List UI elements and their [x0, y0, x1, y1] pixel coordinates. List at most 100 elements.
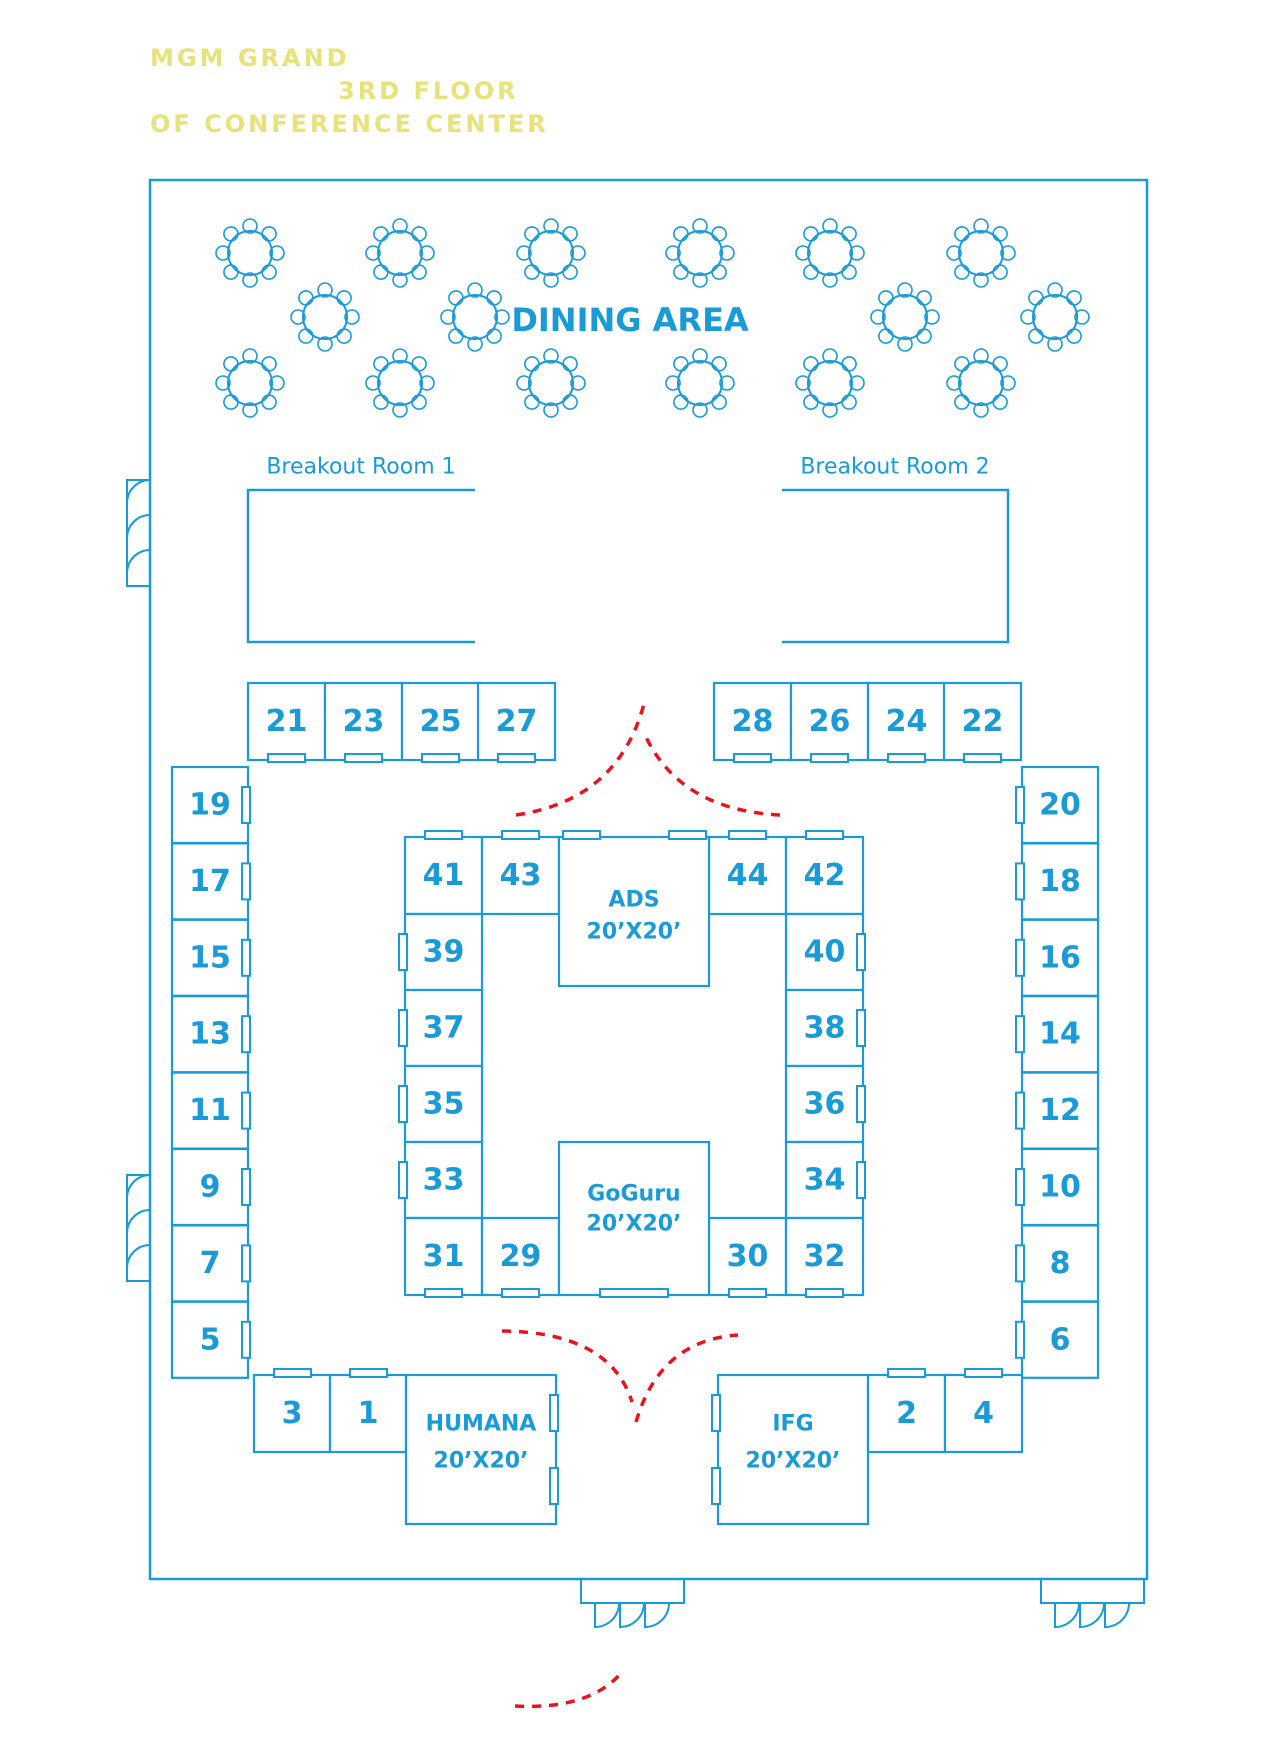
booth-number-2: 2 [896, 1396, 917, 1431]
door-frame [1040, 1578, 1145, 1604]
sponsor-booth-humana[interactable] [404, 1373, 558, 1526]
dining-chair [365, 245, 381, 261]
dining-chair [1028, 290, 1044, 306]
dining-chair [562, 264, 578, 280]
dining-table [882, 294, 928, 340]
dining-chair [373, 394, 389, 410]
booth-number-23: 23 [343, 704, 385, 739]
flow-path-right [643, 734, 781, 817]
booth-notch [501, 830, 540, 840]
booth-number-32: 32 [804, 1239, 846, 1274]
booth-1[interactable] [328, 1373, 408, 1454]
booth-notch [1015, 1320, 1025, 1359]
dining-table [958, 230, 1004, 276]
dining-chair [570, 375, 586, 391]
booth-number-9: 9 [200, 1170, 221, 1205]
booth-21[interactable] [246, 681, 327, 762]
breakout-room-1 [246, 488, 475, 644]
dining-chair [411, 226, 427, 242]
dining-chair [946, 375, 962, 391]
booth-23[interactable] [323, 681, 404, 762]
booth-24[interactable] [866, 681, 947, 762]
booth-number-10: 10 [1039, 1170, 1081, 1205]
dining-chair [467, 282, 483, 298]
dining-chair [803, 356, 819, 372]
dining-chair [524, 264, 540, 280]
booth-notch [711, 1394, 721, 1432]
dining-chair [841, 394, 857, 410]
dining-table [807, 230, 853, 276]
booth-13[interactable] [170, 995, 250, 1074]
booth-44[interactable] [707, 835, 788, 916]
booth-notch [241, 786, 251, 824]
booth-notch [856, 1009, 866, 1047]
booth-number-26: 26 [809, 704, 851, 739]
booth-17[interactable] [170, 842, 250, 921]
dining-chair [673, 394, 689, 410]
dining-chair [992, 226, 1008, 242]
dining-chair [365, 375, 381, 391]
booth-notch [349, 1368, 388, 1378]
dining-chair [841, 264, 857, 280]
dining-chair [692, 348, 708, 364]
dining-chair [344, 309, 360, 325]
dining-chair [261, 356, 277, 372]
dining-chair [1047, 282, 1063, 298]
dining-chair [822, 272, 838, 288]
booth-29[interactable] [480, 1216, 561, 1297]
booth-9[interactable] [170, 1147, 250, 1227]
booth-28[interactable] [712, 681, 793, 762]
booth-35[interactable] [403, 1064, 484, 1144]
door-icon [644, 1602, 670, 1629]
flow-path-left [515, 699, 647, 817]
booth-18[interactable] [1020, 842, 1100, 921]
sponsor-booth-ads[interactable] [557, 835, 711, 988]
booth-notch [344, 753, 383, 763]
sponsor-size-humana: 20’X20’ [434, 1449, 529, 1474]
floor-name: 3RD FLOOR [338, 77, 519, 105]
sponsor-booth-ifg[interactable] [716, 1373, 870, 1526]
dining-chair [524, 356, 540, 372]
dining-chair [392, 218, 408, 234]
dining-chair [973, 218, 989, 234]
booth-34[interactable] [784, 1140, 865, 1220]
booth-number-39: 39 [423, 935, 465, 970]
booth-43[interactable] [480, 835, 561, 916]
dining-chair [419, 375, 435, 391]
booth-number-6: 6 [1050, 1322, 1071, 1357]
dining-chair [373, 264, 389, 280]
booth-27[interactable] [476, 681, 557, 762]
booth-36[interactable] [784, 1064, 865, 1144]
booth-11[interactable] [170, 1071, 250, 1150]
dining-table [528, 230, 574, 276]
booth-notch [728, 830, 767, 840]
dining-chair [543, 402, 559, 418]
booth-notch [810, 753, 849, 763]
dining-chair [711, 394, 727, 410]
dining-chair [543, 218, 559, 234]
dining-chair [290, 309, 306, 325]
dining-chair [692, 218, 708, 234]
dining-chair [242, 272, 258, 288]
booth-6[interactable] [1020, 1300, 1100, 1379]
booth-5[interactable] [170, 1300, 250, 1379]
booth-4[interactable] [943, 1373, 1024, 1454]
dining-chair [242, 348, 258, 364]
booth-22[interactable] [942, 681, 1023, 762]
door-icon [619, 1602, 645, 1629]
dining-chair [692, 272, 708, 288]
dining-chair [516, 245, 532, 261]
booth-notch [241, 938, 251, 977]
booth-41[interactable] [403, 835, 484, 916]
booth-number-14: 14 [1039, 1017, 1081, 1052]
booth-number-33: 33 [423, 1163, 465, 1198]
dining-chair [494, 309, 510, 325]
booth-26[interactable] [789, 681, 870, 762]
dining-chair [448, 328, 464, 344]
booth-39[interactable] [403, 912, 484, 992]
dining-chair [336, 328, 352, 344]
booth-32[interactable] [784, 1216, 865, 1297]
dining-chair [261, 394, 277, 410]
booth-40[interactable] [784, 912, 865, 992]
